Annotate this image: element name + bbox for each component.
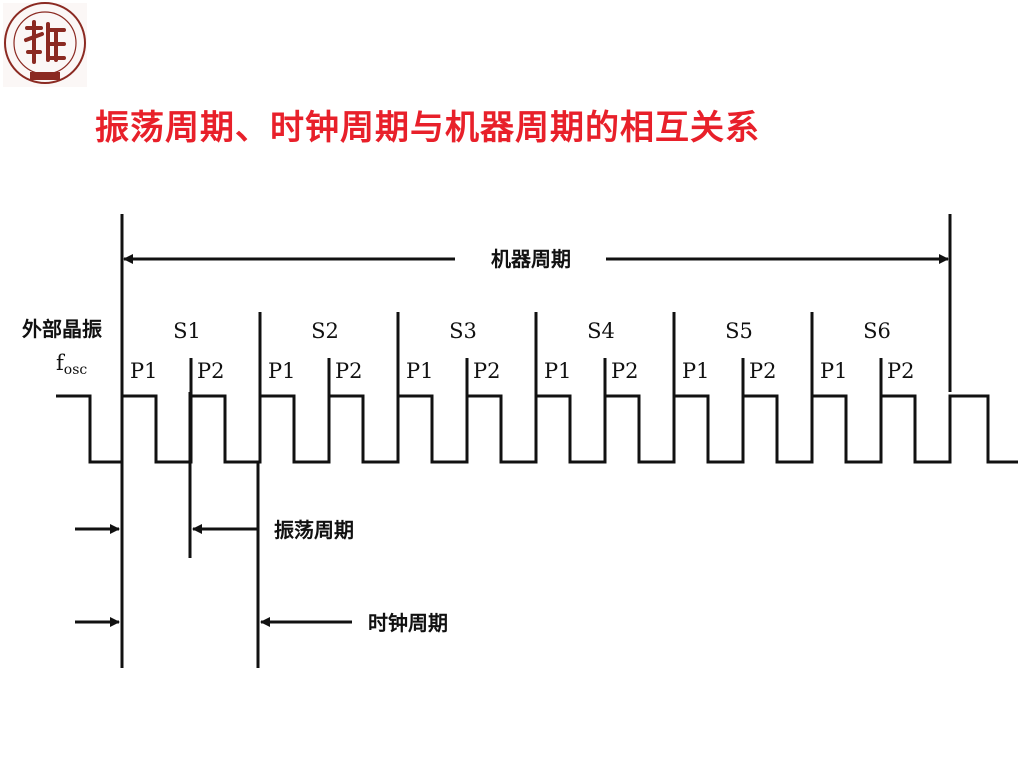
- fosc-label: fosc: [56, 351, 87, 378]
- fosc-main: f: [56, 351, 66, 375]
- phase-label: P2: [887, 359, 915, 383]
- seal-outer-ring: [4, 2, 86, 84]
- phase-label: P1: [130, 359, 158, 383]
- phase-label: P1: [820, 359, 848, 383]
- external-crystal-label: 外部晶振: [22, 317, 102, 341]
- fosc-subscript: osc: [64, 362, 88, 378]
- state-label: S2: [311, 319, 339, 343]
- state-label: S5: [725, 319, 753, 343]
- seal-banner: [30, 72, 60, 80]
- clock-cycle-label: 时钟周期: [368, 611, 448, 635]
- phase-label: P2: [473, 359, 501, 383]
- oscillator-waveform: [56, 394, 1018, 464]
- phase-label: P1: [406, 359, 434, 383]
- phase-labels: P1 P2 P1 P2 P1 P2 P1 P2 P1 P2 P1 P2: [130, 359, 915, 383]
- oscillation-cycle-label: 振荡周期: [274, 518, 354, 542]
- phase-separator-ticks: [189, 358, 883, 396]
- phase-label: P2: [749, 359, 777, 383]
- phase-label: P1: [268, 359, 296, 383]
- page-title: 振荡周期、时钟周期与机器周期的相互关系: [95, 108, 760, 148]
- school-seal-logo: [3, 2, 87, 87]
- state-separator-lines: [258, 312, 814, 396]
- phase-label: P2: [611, 359, 639, 383]
- state-label: S3: [449, 319, 477, 343]
- state-label: S1: [173, 319, 201, 343]
- phase-label: P2: [335, 359, 363, 383]
- phase-label: P1: [682, 359, 710, 383]
- state-label: S6: [863, 319, 891, 343]
- seal-glyph-icon: [24, 20, 66, 64]
- phase-label: P1: [544, 359, 572, 383]
- phase-label: P2: [197, 359, 225, 383]
- machine-cycle-label: 机器周期: [491, 247, 571, 271]
- state-label: S4: [587, 319, 615, 343]
- state-labels: S1 S2 S3 S4 S5 S6: [173, 319, 891, 343]
